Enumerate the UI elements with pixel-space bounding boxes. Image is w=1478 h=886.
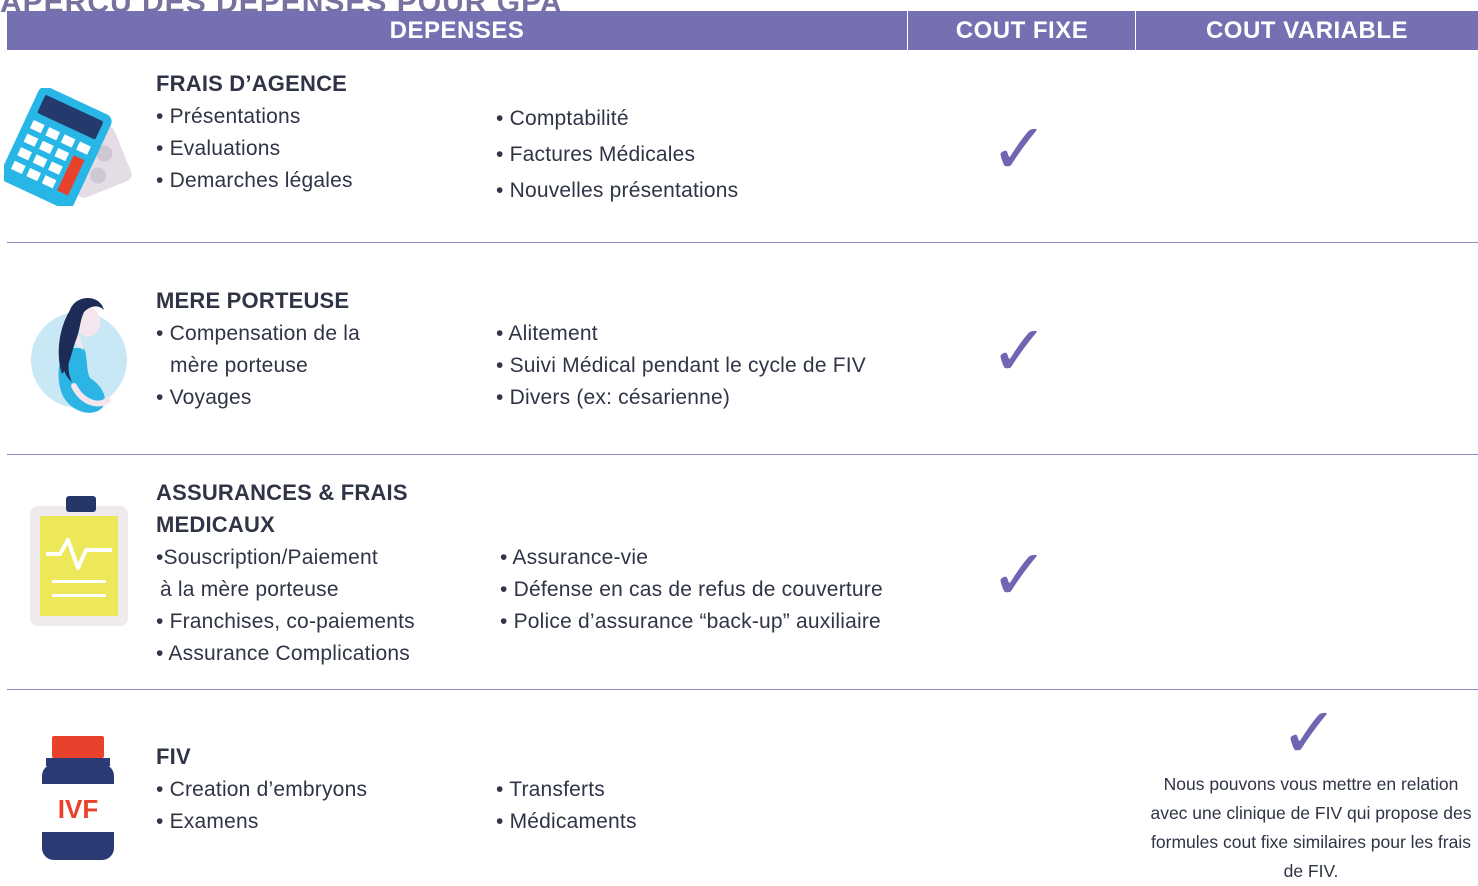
cout-fixe-check-icon: ✓ — [990, 108, 1049, 190]
list-item: • Assurance-vie — [500, 546, 649, 569]
medical-clipboard-icon — [30, 496, 128, 626]
list-item: • Transferts — [496, 778, 605, 801]
list-item: • Creation d’embryons — [156, 778, 368, 801]
list-item: • Voyages — [156, 386, 252, 409]
list-item: à la mère porteuse — [160, 578, 339, 601]
list-item: • Alitement — [496, 322, 598, 345]
row-divider — [7, 689, 1478, 690]
list-item: • Factures Médicales — [496, 143, 696, 166]
row-divider — [7, 454, 1478, 455]
pregnant-woman-icon — [31, 298, 127, 413]
row-title: MERE PORTEUSE — [156, 288, 350, 313]
expense-list-right: • Transferts • Médicaments — [496, 774, 637, 838]
cout-fixe-check-icon: ✓ — [990, 310, 1049, 392]
row-title: FIV — [156, 744, 191, 769]
expense-list-right: • Comptabilité • Factures Médicales • No… — [496, 101, 738, 209]
expense-list-left: • Compensation de la mère porteuse • Voy… — [156, 318, 360, 414]
list-item: • Défense en cas de refus de couverture — [500, 578, 883, 601]
list-item: • Comptabilité — [496, 107, 629, 130]
header-depenses: DEPENSES — [389, 17, 525, 44]
ivf-label: IVF — [58, 794, 98, 824]
list-item: • Evaluations — [156, 137, 281, 160]
list-item: • Suivi Médical pendant le cycle de FIV — [496, 354, 866, 377]
row-divider — [7, 242, 1478, 243]
row-title: ASSURANCES & FRAIS — [156, 480, 408, 505]
cout-variable-check-icon: ✓ — [1280, 692, 1339, 774]
expense-list-right: • Alitement • Suivi Médical pendant le c… — [496, 318, 866, 414]
header-cout-variable: COUT VARIABLE — [1205, 17, 1409, 44]
list-item: • Nouvelles présentations — [496, 179, 739, 202]
header-cout-fixe: COUT FIXE — [955, 17, 1089, 44]
list-item: •Souscription/Paiement — [156, 546, 378, 569]
list-item: • Médicaments — [496, 810, 637, 833]
list-item: • Franchises, co-paiements — [156, 610, 415, 633]
list-item: • Examens — [156, 810, 259, 833]
list-item: • Présentations — [156, 105, 301, 128]
expense-list-left: • Présentations • Evaluations • Demarche… — [156, 101, 353, 197]
header-divider — [907, 11, 908, 50]
table-header: DEPENSES COUT FIXE COUT VARIABLE — [7, 11, 1478, 50]
ivf-bottle-icon: IVF — [42, 736, 114, 860]
expense-list-right: • Assurance-vie • Défense en cas de refu… — [500, 542, 883, 638]
fiv-variable-note: Nous pouvons vous mettre en relation ave… — [1150, 774, 1472, 881]
cout-fixe-check-icon: ✓ — [990, 534, 1049, 616]
calculator-icon — [4, 88, 132, 206]
expense-list-left: •Souscription/Paiement à la mère porteus… — [156, 542, 415, 670]
expense-list-left: • Creation d’embryons • Examens — [156, 774, 367, 838]
row-title: MEDICAUX — [156, 512, 275, 537]
list-item: • Demarches légales — [156, 169, 353, 192]
list-item: • Assurance Complications — [156, 642, 410, 665]
list-item: • Divers (ex: césarienne) — [496, 386, 731, 409]
header-divider — [1135, 11, 1136, 50]
list-item: • Compensation de la — [156, 322, 360, 345]
list-item: • Police d’assurance “back-up” auxiliair… — [500, 610, 881, 633]
list-item: mère porteuse — [170, 354, 309, 377]
row-title: FRAIS D’AGENCE — [156, 71, 348, 96]
